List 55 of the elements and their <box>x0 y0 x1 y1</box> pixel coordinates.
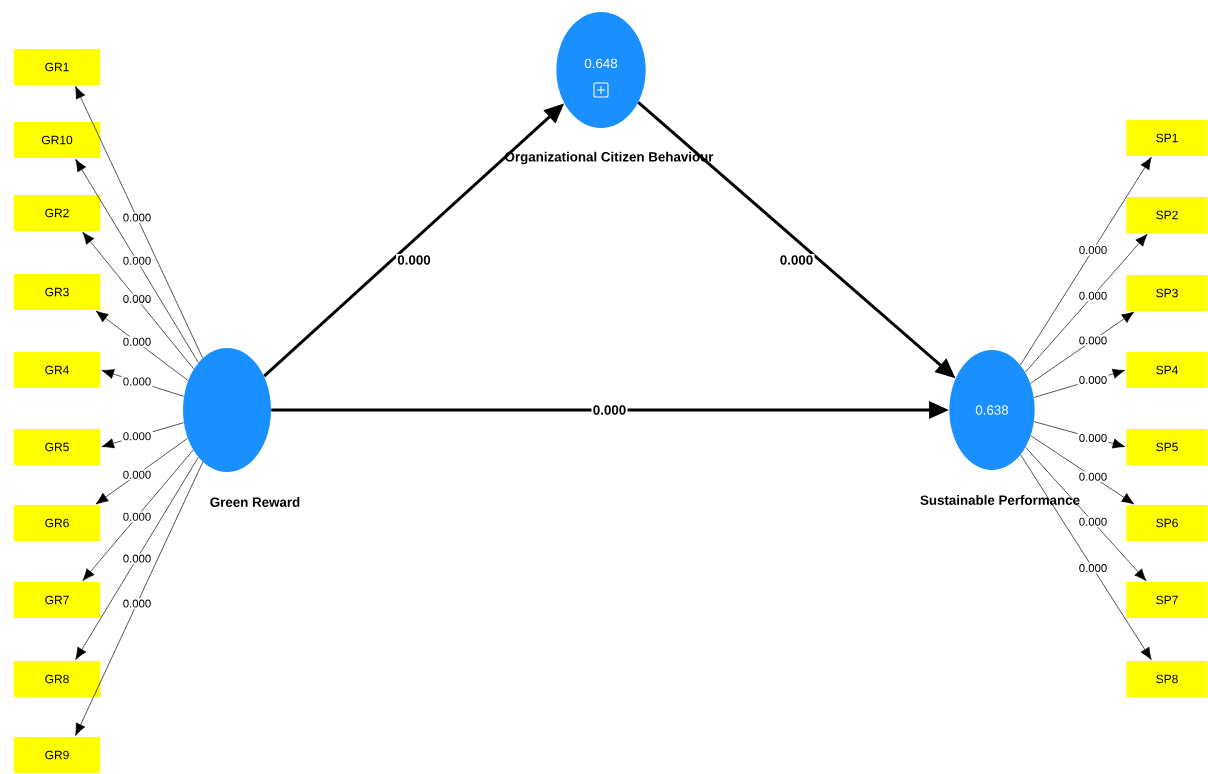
indicator-box: SP6 <box>1126 505 1208 541</box>
edge-label: 0.000 <box>1077 516 1109 528</box>
indicator-box: GR1 <box>13 49 101 85</box>
indicator-box: GR7 <box>13 582 101 618</box>
edge-label: 0.000 <box>396 253 432 267</box>
arrow <box>82 449 194 582</box>
edge-label: 0.000 <box>121 553 153 564</box>
arrow <box>1030 435 1135 505</box>
arrow <box>75 86 203 359</box>
arrow <box>75 457 199 660</box>
arrow <box>95 310 189 381</box>
edge-label: 0.000 <box>121 430 153 442</box>
edge-label: 0.000 <box>121 598 153 609</box>
arrow <box>82 231 195 370</box>
indicator-box: GR8 <box>13 661 101 697</box>
arrow <box>1020 454 1152 660</box>
edge-label: 0.000 <box>1077 244 1109 256</box>
edge-label: 0.000 <box>1077 335 1109 346</box>
indicator-box: GR5 <box>13 429 101 465</box>
edge-label: 0.000 <box>121 293 153 305</box>
edge-label: 0.000 <box>778 253 815 267</box>
arrow <box>1025 233 1148 373</box>
arrow <box>1025 447 1147 582</box>
edge-label: 0.000 <box>1077 374 1109 386</box>
edge-label: 0.000 <box>121 376 153 387</box>
indicator-box: SP2 <box>1126 197 1208 233</box>
arrow <box>95 437 188 505</box>
indicator-box: SP8 <box>1126 661 1208 697</box>
edge-label: 0.000 <box>1077 471 1109 483</box>
indicator-box: GR10 <box>13 122 101 158</box>
indicator-box: GR4 <box>13 352 101 388</box>
indicator-box: SP1 <box>1126 120 1208 156</box>
arrow <box>1030 311 1135 384</box>
indicator-box: SP7 <box>1126 582 1208 618</box>
edge-label: 0.000 <box>121 255 153 267</box>
indicator-box: GR6 <box>13 505 101 541</box>
arrow <box>75 159 199 363</box>
variable-name: Sustainable Performance <box>918 493 1082 507</box>
indicator-box: SP4 <box>1126 352 1208 388</box>
edge-label: 0.000 <box>121 336 153 348</box>
indicator-box: GR9 <box>13 737 101 773</box>
edge-label: 0.000 <box>591 403 628 417</box>
edge-label: 0.000 <box>121 469 153 481</box>
edge-label: 0.000 <box>121 212 153 223</box>
arrow <box>1020 157 1152 366</box>
edge-label: 0.000 <box>1077 290 1109 302</box>
variable-name: Green Reward <box>208 495 302 509</box>
indicator-box: GR3 <box>13 274 101 310</box>
edge-label: 0.000 <box>1077 562 1109 574</box>
indicator-box: GR2 <box>13 195 101 231</box>
edge-label: 0.000 <box>1077 432 1109 444</box>
edge-label: 0.000 <box>121 511 153 523</box>
arrow <box>75 461 204 736</box>
indicator-box: SP5 <box>1126 429 1208 465</box>
indicator-box: SP3 <box>1126 275 1208 311</box>
